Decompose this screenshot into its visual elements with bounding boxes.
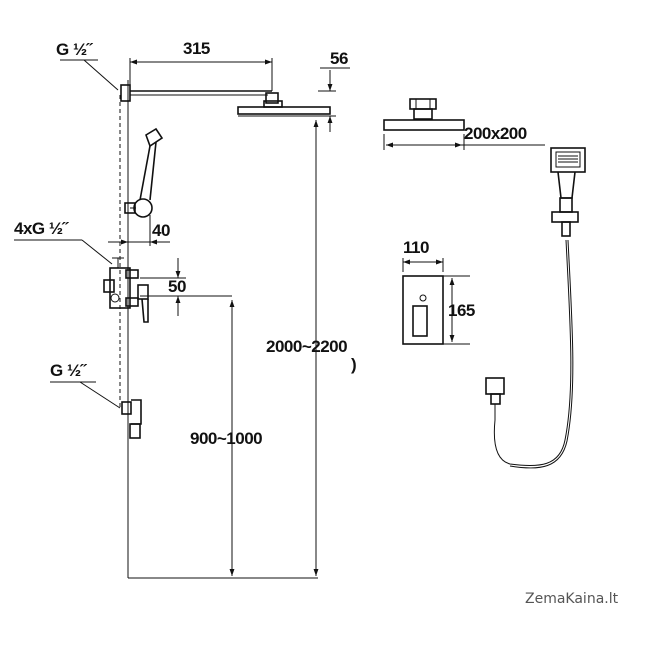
dim-315-line [129,58,273,91]
dim-40-line [108,215,170,246]
dim-900-1000-label: 900~1000 [190,429,262,448]
dim-40-label: 40 [152,221,170,240]
dim-110-label: 110 [403,238,429,257]
mixer-front-view [402,258,470,345]
top-wall-connector [60,59,131,102]
dim-165-label: 165 [448,301,475,320]
dim-4xg-label: 4xG ½˝ [14,219,70,238]
dim-200x200-label: 200x200 [464,124,527,143]
dim-56-label: 56 [330,49,348,68]
mixer-body-side [103,257,149,323]
riser-column [119,80,318,579]
watermark: ZemaKaina.lt [525,591,619,607]
dim-4xg-leader [14,239,113,265]
g-half-bottom-label: G ½˝ [50,361,88,380]
hand-shower [493,147,586,469]
shower-arm [130,90,279,104]
bottom-wall-connector [50,381,142,439]
dim-56-line [318,67,350,132]
hose-wall-outlet [485,377,505,420]
dim-2000-2200-label: 2000~2200 [266,337,347,356]
dim-50-line [140,258,232,316]
dim-315-label: 315 [183,39,210,58]
dim-paren-mark: ) [351,355,356,374]
shower-head-front [383,98,545,150]
dim-50-label: 50 [168,277,186,296]
hand-shower-holder [124,127,164,218]
g-half-top-label: G ½˝ [56,40,94,59]
shower-head-side [237,100,331,117]
